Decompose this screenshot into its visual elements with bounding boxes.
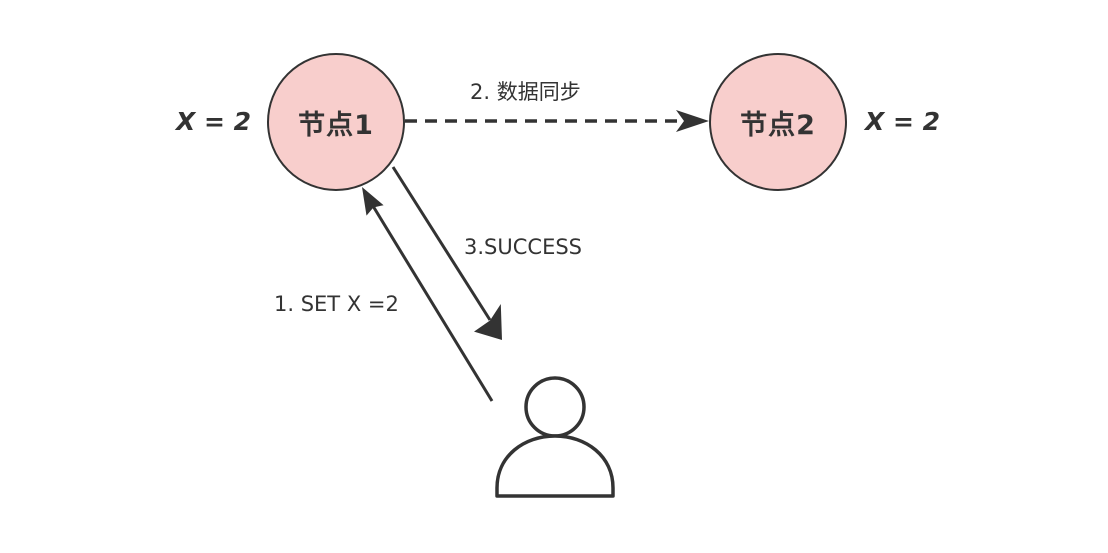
node-2-value: X = 2 [865,107,941,136]
edge-sync-arrowhead [676,110,709,132]
edge-set-arrowhead [362,187,384,216]
edge-sync [405,110,709,132]
edge-set-label: 1. SET X =2 [274,292,399,316]
edge-set [362,187,494,402]
node-2: 节点2 [709,53,847,191]
node-1-value: X = 2 [176,107,252,136]
node-1-label: 节点1 [298,109,374,141]
node-2-label: 节点2 [740,109,816,141]
edge-success-arrowhead [474,304,502,340]
user-icon [495,376,615,498]
edge-success-label: 3.SUCCESS [464,235,582,259]
edge-success [391,166,502,340]
node-1: 节点1 [267,53,405,191]
edge-sync-label: 2. 数据同步 [470,80,581,104]
